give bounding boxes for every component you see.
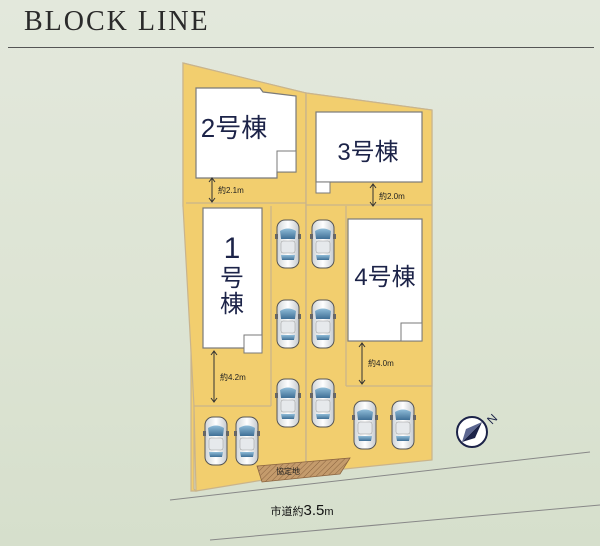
building-2-annex <box>276 150 297 173</box>
building-1-number: 1 <box>224 232 241 265</box>
building-3-label: 3号棟 <box>337 139 398 166</box>
car-icon <box>309 378 337 428</box>
road-edge-south <box>209 504 600 541</box>
shared-area <box>256 457 351 483</box>
road-label-unit: m <box>324 506 333 518</box>
car-icon <box>274 378 302 428</box>
shared-area-label: 協定地 <box>276 466 300 476</box>
setback-b1-label: 約4.2m <box>220 372 246 382</box>
car-icon <box>389 400 417 450</box>
setback-b3-label: 約2.0m <box>379 191 405 201</box>
building-1 <box>202 207 263 349</box>
building-1-annex <box>243 334 263 354</box>
building-3-annex <box>315 181 331 194</box>
car-icon <box>309 219 337 269</box>
building-4 <box>347 218 423 342</box>
car-icon <box>309 299 337 349</box>
car-icon <box>351 400 379 450</box>
car-icon <box>233 416 261 466</box>
building-3 <box>315 111 423 183</box>
setback-b3: 約2.0m <box>369 183 405 207</box>
building-1-suffix: 号 <box>220 265 244 292</box>
building-1-kanji: 棟 <box>220 291 244 318</box>
setback-b1: 約4.2m <box>210 350 246 403</box>
setback-b2-label: 約2.1m <box>218 185 244 195</box>
building-2-label: 2号棟 <box>201 113 267 143</box>
road-label-value: 3.5 <box>303 502 324 519</box>
building-4-annex <box>400 322 423 342</box>
road-label-prefix: 市道約 <box>270 504 303 518</box>
compass-north-label: N <box>484 411 500 427</box>
setback-b2: 約2.1m <box>208 177 244 203</box>
building-4-label: 4号棟 <box>354 264 415 291</box>
car-icon <box>202 416 230 466</box>
road-edge-north <box>169 451 591 501</box>
car-icon <box>274 299 302 349</box>
compass-icon <box>456 416 488 448</box>
setback-b4-label: 約4.0m <box>368 358 394 368</box>
page-title: BLOCK LINE <box>24 6 210 37</box>
road-label: 市道約3.5m <box>270 502 333 519</box>
title-divider <box>8 47 594 48</box>
setback-b4: 約4.0m <box>358 342 394 385</box>
car-icon <box>274 219 302 269</box>
